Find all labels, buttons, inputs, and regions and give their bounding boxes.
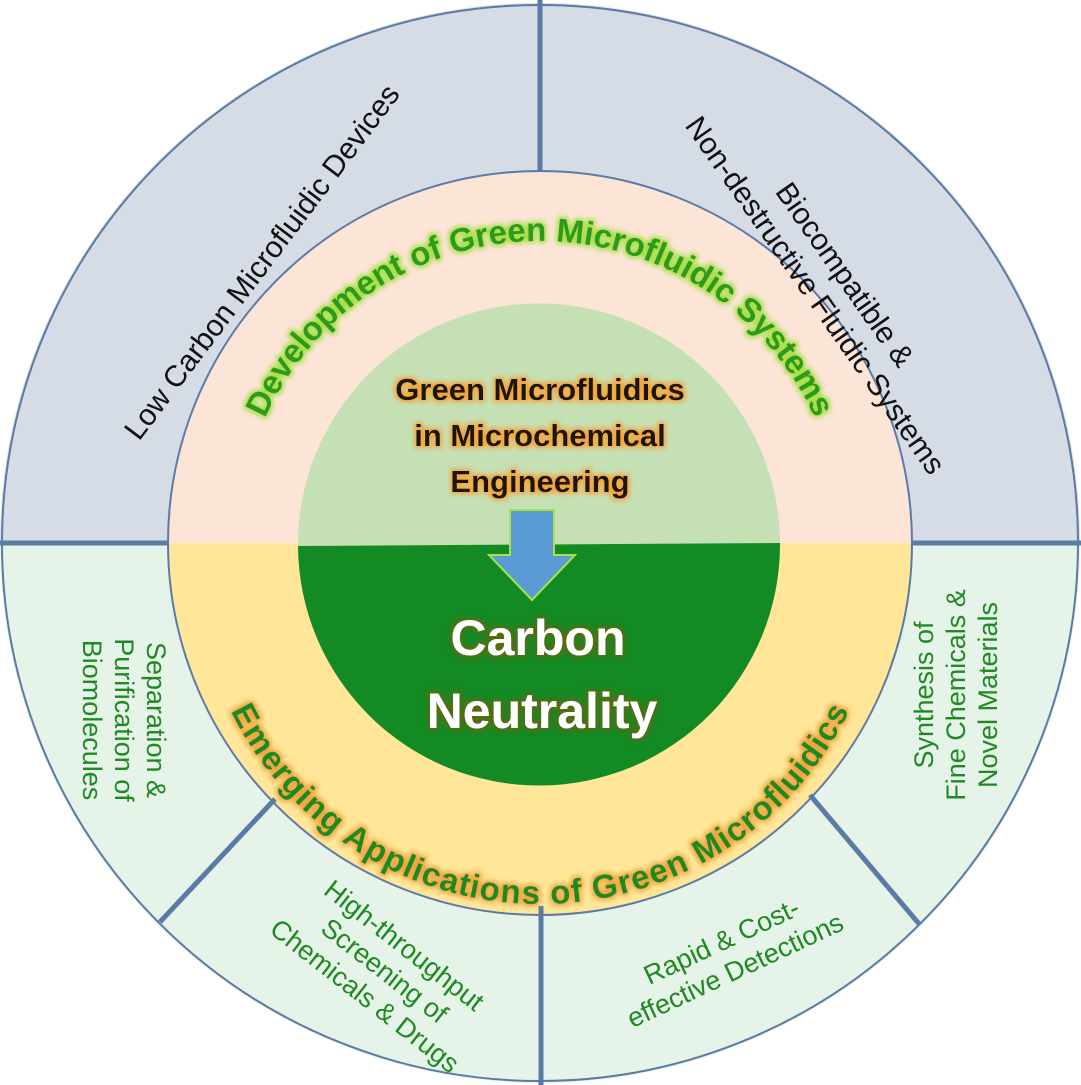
center-goal: Carbon Neutrality xyxy=(427,610,658,739)
center-goal-line: Neutrality xyxy=(427,683,658,739)
label-line: Purification of xyxy=(109,638,139,802)
inner-circle-bottom xyxy=(298,543,781,786)
center-title-line: in Microchemical xyxy=(414,418,666,453)
outer-label-separation: Separation & Purification of Biomolecule… xyxy=(77,638,171,802)
divider-bottom-left xyxy=(158,797,277,924)
label-line: Biomolecules xyxy=(77,640,107,801)
label-line: Fine Chemicals & xyxy=(941,589,971,801)
center-title-line: Green Microfluidics xyxy=(395,372,684,407)
label-line: Separation & xyxy=(141,642,171,798)
outer-label-synthesis: Synthesis of Fine Chemicals & Novel Mate… xyxy=(909,589,1003,801)
inner-circle-top xyxy=(297,303,780,546)
label-line: Synthesis of xyxy=(909,621,939,769)
center-title-line: Engineering xyxy=(450,464,629,499)
down-arrow-icon xyxy=(486,509,578,602)
label-line: Novel Materials xyxy=(973,602,1003,788)
center-title: Green Microfluidics in Microchemical Eng… xyxy=(395,372,684,499)
center-goal-line: Carbon xyxy=(451,610,626,666)
divider-bottom-right xyxy=(808,793,922,927)
